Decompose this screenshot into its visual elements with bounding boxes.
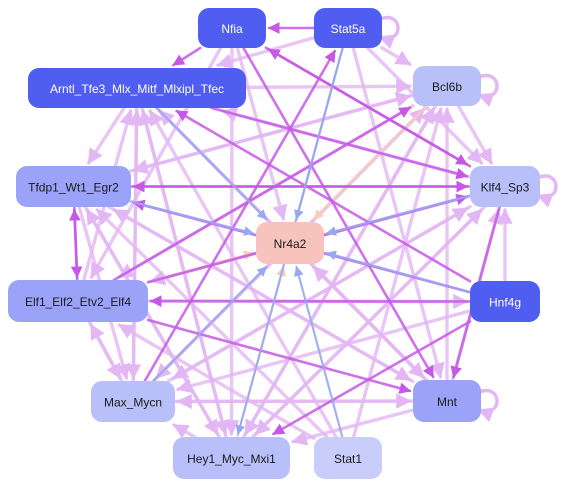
node-box-hnf4g — [470, 281, 540, 322]
node-label-bcl6b: Bcl6b — [432, 80, 462, 94]
edge-hnf4g-to-arntl — [175, 109, 472, 283]
node-label-tfdp1: Tfdp1_Wt1_Egr2 — [28, 181, 119, 195]
self-loops-layer — [378, 15, 558, 422]
edge-elf1-to-mnt — [146, 318, 412, 394]
node-label-arntl: Arntl_Tfe3_Mlx_Mitf_Mlxipl_Tfec — [50, 82, 224, 96]
edge-bcl6b-to-klf4 — [456, 104, 494, 165]
edge-hey1-to-tfdp1 — [85, 208, 222, 439]
edge-elf1-to-bcl6b — [112, 106, 412, 282]
edge-nfia-to-arntl — [172, 46, 202, 67]
edge-max-to-nr4a2 — [152, 265, 268, 383]
node-box-stat5a — [314, 8, 382, 48]
node-label-nfia: Nfia — [221, 22, 243, 36]
edge-bcl6b-to-tfdp1 — [132, 93, 415, 175]
edge-arntl-to-tfdp1 — [86, 106, 126, 165]
node-label-elf1: Elf1_Elf2_Etv2_Elf4 — [25, 295, 131, 309]
node-box-mnt — [413, 380, 481, 422]
self-loop-stat5a — [378, 15, 400, 49]
self-loop-bcl6b — [477, 73, 499, 107]
node-box-arntl — [28, 68, 246, 108]
edge-max-to-elf1 — [89, 323, 124, 383]
node-box-bcl6b — [413, 66, 481, 106]
node-stat5a[interactable]: Stat5a — [314, 8, 382, 48]
edge-hey1-to-max — [172, 423, 197, 439]
edge-hnf4g-to-nr4a2 — [325, 250, 472, 294]
node-bcl6b[interactable]: Bcl6b — [413, 66, 481, 106]
edge-arntl-to-bcl6b — [244, 78, 412, 94]
node-stat1[interactable]: Stat1 — [314, 437, 382, 479]
node-box-klf4 — [470, 166, 540, 207]
node-label-max: Max_Mycn — [104, 396, 162, 410]
node-box-stat1 — [314, 437, 382, 479]
node-label-hey1: Hey1_Myc_Mxi1 — [187, 452, 276, 466]
node-box-elf1 — [8, 280, 148, 322]
node-klf4[interactable]: Klf4_Sp3 — [470, 166, 540, 207]
edges-layer — [68, 22, 513, 446]
node-max[interactable]: Max_Mycn — [91, 381, 175, 422]
node-label-mnt: Mnt — [437, 395, 458, 409]
node-label-stat1: Stat1 — [334, 452, 362, 466]
edge-max-to-klf4 — [166, 206, 469, 383]
node-label-nr4a2: Nr4a2 — [274, 237, 307, 251]
edge-arntl-to-klf4 — [210, 106, 469, 180]
node-box-tfdp1 — [16, 166, 131, 207]
edge-tfdp1-to-nr4a2 — [129, 200, 255, 236]
edge-mnt-to-hey1 — [291, 408, 415, 446]
edge-stat1-to-arntl — [148, 109, 338, 439]
edge-nfia-to-mnt — [242, 46, 435, 379]
node-tfdp1[interactable]: Tfdp1_Wt1_Egr2 — [16, 166, 131, 207]
edge-klf4-to-nr4a2 — [325, 194, 472, 236]
edge-hnf4g-to-max — [176, 309, 472, 394]
node-box-nr4a2 — [256, 222, 324, 264]
node-box-max — [91, 381, 175, 422]
node-box-hey1 — [173, 437, 290, 479]
self-loop-mnt — [477, 388, 499, 422]
edge-mnt-to-tfdp1 — [112, 208, 415, 384]
node-hey1[interactable]: Hey1_Myc_Mxi1 — [173, 437, 290, 479]
node-elf1[interactable]: Elf1_Elf2_Etv2_Elf4 — [8, 280, 148, 322]
edge-elf1-to-tfdp1 — [68, 208, 81, 282]
node-box-nfia — [198, 8, 266, 48]
node-label-stat5a: Stat5a — [331, 22, 366, 36]
node-mnt[interactable]: Mnt — [413, 380, 481, 422]
self-loop-klf4 — [536, 174, 558, 208]
node-arntl[interactable]: Arntl_Tfe3_Mlx_Mitf_Mlxipl_Tfec — [28, 68, 246, 108]
node-label-klf4: Klf4_Sp3 — [481, 181, 530, 195]
edge-stat5a-to-arntl — [216, 36, 316, 69]
edge-arntl-to-nr4a2 — [155, 106, 268, 221]
edge-klf4-to-nfia — [267, 48, 472, 168]
edge-stat5a-to-bcl6b — [380, 46, 412, 67]
nodes-layer: Nfia Stat5aArntl_Tfe3_Mlx_Mitf_Mlxipl_Tfe… — [8, 8, 540, 479]
edge-stat1-to-nr4a2 — [294, 265, 344, 439]
node-nr4a2[interactable]: Nr4a2 — [256, 222, 324, 264]
node-label-hnf4g: Hnf4g — [489, 296, 521, 310]
edge-stat1-to-elf1 — [117, 323, 316, 440]
edge-hnf4g-to-hey1 — [272, 320, 472, 436]
edge-max-to-stat5a — [143, 49, 337, 383]
node-hnf4g[interactable]: Hnf4g — [470, 281, 540, 322]
node-nfia[interactable]: Nfia — [198, 8, 266, 48]
edge-hey1-to-arntl — [138, 109, 228, 439]
edge-hey1-to-bcl6b — [241, 107, 436, 439]
